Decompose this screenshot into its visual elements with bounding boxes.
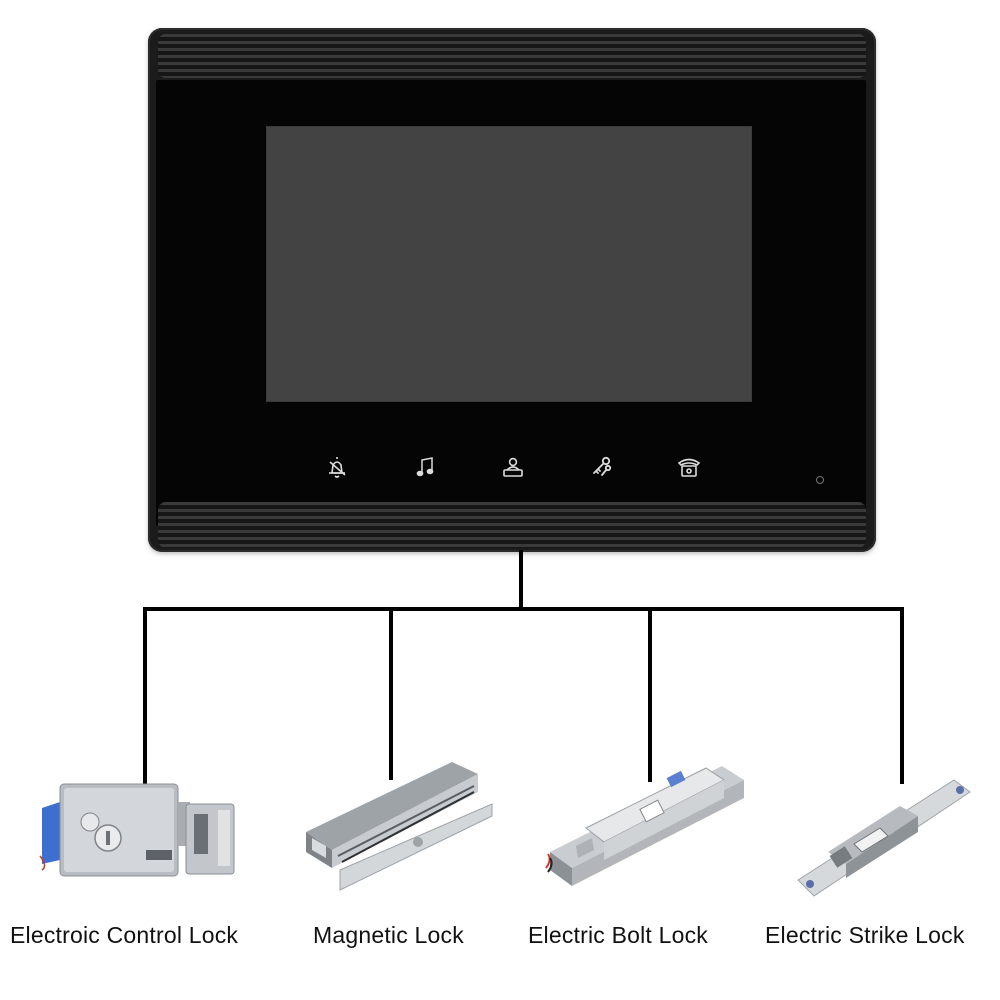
phone-icon[interactable] [672,450,706,484]
user-icon[interactable] [496,450,530,484]
magnetic-lock-icon [302,758,494,894]
keys-icon[interactable] [584,450,618,484]
monitor-screen [266,126,752,402]
electric-bolt-lock-icon [545,758,746,892]
top-grille [158,34,866,78]
electric-strike-lock-icon [796,774,972,902]
video-intercom-monitor [148,28,876,552]
monitor-button-row [156,450,866,490]
label-electric-strike-lock: Electric Strike Lock [765,922,965,948]
monitor-face [156,80,866,526]
music-note-icon[interactable] [408,450,442,484]
bottom-grille [158,502,866,548]
status-led [816,476,824,484]
electric-control-lock-icon [38,780,244,880]
label-electric-control-lock: Electroic Control Lock [10,922,239,948]
label-electric-bolt-lock: Electric Bolt Lock [528,922,708,948]
label-magnetic-lock: Magnetic Lock [313,922,464,948]
bell-icon[interactable] [320,450,354,484]
